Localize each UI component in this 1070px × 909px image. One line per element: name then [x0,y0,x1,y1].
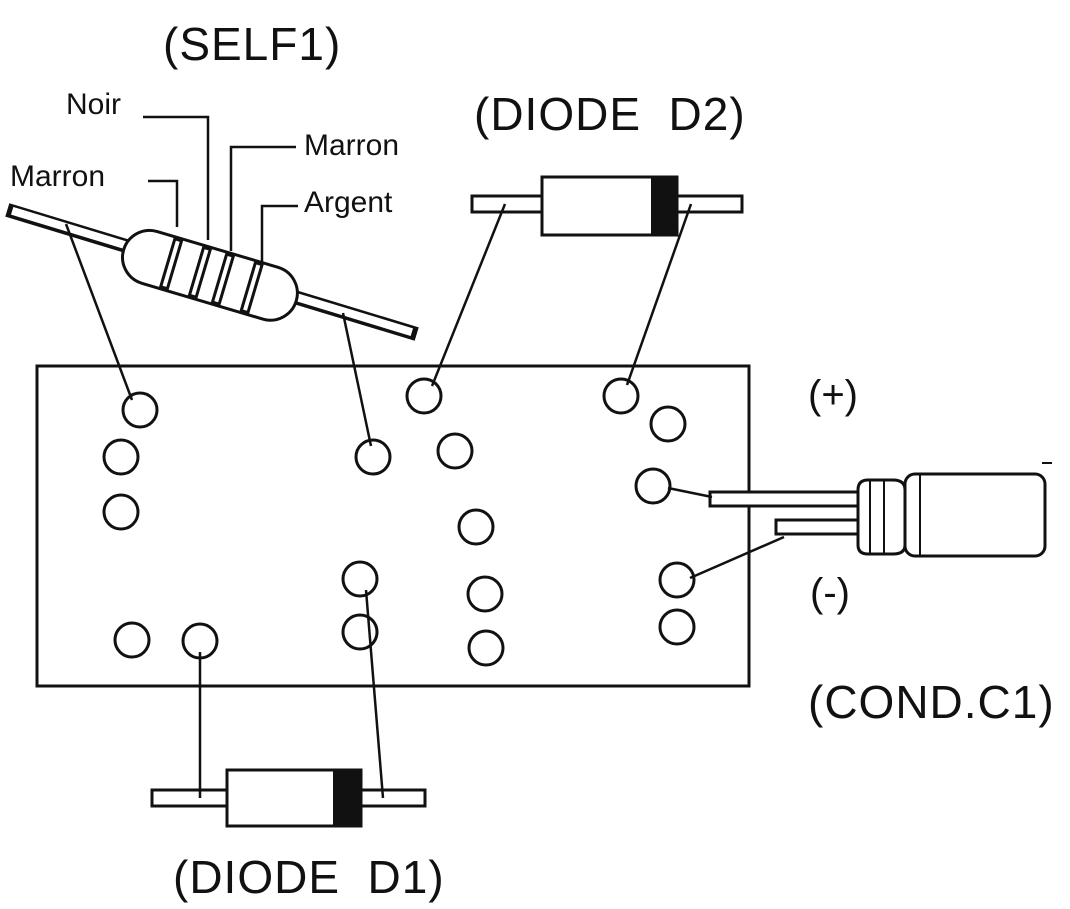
label-argent: Argent [304,186,393,219]
label-plus: (+) [808,373,858,417]
callout-marron-left [148,179,179,227]
self1-body [121,228,299,322]
self1-band-marron-1 [158,236,184,291]
hole [341,560,379,598]
hole [649,405,687,443]
hole [602,377,640,415]
diode-d2-wire-right [625,203,693,386]
self1-inductor [5,203,419,447]
c1-wire-plus [667,486,713,499]
hole [102,493,140,531]
c1-wire-minus [689,535,785,580]
c1-body [856,478,907,556]
label-diode-d1: (DIODE D1) [173,851,445,903]
hole [113,621,151,659]
diode-d1 [150,589,427,828]
label-noir: Noir [66,88,121,121]
self1-band-argent [239,260,264,315]
hole [658,608,696,646]
c1-can [903,472,1047,558]
hole [341,613,379,651]
hole [436,432,474,470]
hole [457,508,495,546]
hole [121,391,159,429]
callout-argent [260,204,298,262]
label-cond-c1: (COND.C1) [808,676,1055,728]
label-marron-left: Marron [10,160,105,193]
hole [634,467,672,505]
diode-d1-wire-right [364,589,385,799]
band-callouts [143,115,298,262]
labels: (SELF1) Noir Marron Marron Argent (DIODE… [10,18,1055,903]
diode-d1-cathode-band [333,770,361,826]
c1-lead-minus [774,518,868,536]
self1-band-noir [187,245,213,300]
board-holes [102,377,696,667]
hole [102,438,140,476]
c1-lead-plus [708,490,868,508]
self1-band-marron-2 [210,252,236,306]
diode-d2-cathode-band [651,177,677,235]
label-diode-d2: (DIODE D2) [474,88,746,140]
self1-wire-right [341,312,373,447]
self1-wire-left [64,223,134,401]
hole [658,561,696,599]
label-self1: (SELF1) [163,18,341,70]
label-marron-right: Marron [304,129,399,162]
callout-marron-right [229,145,296,251]
hole [466,575,504,613]
label-minus: (-) [810,571,850,615]
diode-d2 [430,175,744,387]
diode-d2-wire-left [430,203,507,387]
hole [467,629,505,667]
hole [354,438,392,476]
callout-noir [143,115,210,240]
hole [405,377,443,415]
capacitor-c1 [667,462,1052,580]
